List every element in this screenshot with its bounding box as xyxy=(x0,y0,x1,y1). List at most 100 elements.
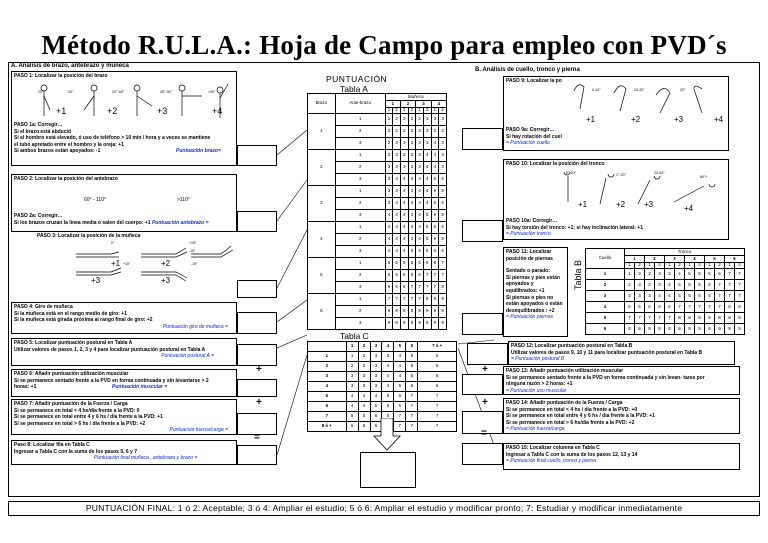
paso15-result: = Puntuación final cuello, tronco y pier… xyxy=(506,458,737,465)
postural-b-field[interactable] xyxy=(467,343,508,365)
tabla-a-cell: 3 xyxy=(408,150,416,162)
tabla-c-cell: 7 xyxy=(418,422,457,432)
tabla-a-cell: 4 xyxy=(416,174,424,186)
table-row: 11233455 xyxy=(308,352,457,362)
tabla-b-cell: 7 xyxy=(734,269,744,280)
tabla-b-cell: 9 xyxy=(714,324,724,335)
tabla-b-cell: 6 xyxy=(704,280,714,291)
paso3-score-3: +3 xyxy=(91,276,100,285)
tabla-b-cell: 7 xyxy=(664,313,674,324)
final-b-field[interactable] xyxy=(462,443,503,465)
paso9-score-2: +2 xyxy=(631,117,640,124)
tabla-a-cell: 5 xyxy=(439,198,447,210)
tabla-b-cell: 7 xyxy=(624,313,634,324)
paso3-angle-1: 0° xyxy=(111,241,114,245)
tabla-c-cell: 5 xyxy=(406,372,418,382)
paso3-score-1: +1 xyxy=(111,259,120,268)
paso9-angle-1: 0-10° xyxy=(592,87,601,94)
paso10-angle-4: 60°+ xyxy=(700,174,708,181)
tabla-c-header-cell: 2 xyxy=(358,342,370,352)
paso6-line2: horas: +1 xyxy=(14,384,36,390)
brazo-score-field[interactable] xyxy=(237,145,277,166)
tabla-b-cell: 5 xyxy=(684,280,694,291)
final-score-box[interactable] xyxy=(360,452,416,488)
tabla-a-cell: 3 xyxy=(423,114,431,126)
paso1-angle-5: >90° xyxy=(208,89,216,96)
tabla-b-cell: 9 xyxy=(694,324,704,335)
tabla-b-cell: 8 xyxy=(664,324,674,335)
tabla-c-cell: 7 xyxy=(406,392,418,402)
table-row: 5777778888888 xyxy=(586,313,745,324)
tabla-c-header-cell: 5 xyxy=(394,342,406,352)
paso13-result: = Puntuación uso muscular xyxy=(506,388,737,395)
tabla-a-brazo-cell: 5 xyxy=(308,258,336,294)
tabla-a-cell: 2 xyxy=(393,114,401,126)
tabla-c-cell: 2 xyxy=(308,362,347,372)
paso10a-line1: Si hay torsión del tronco: +1; si hay in… xyxy=(506,225,643,232)
tabla-b-cell: 5 xyxy=(694,269,704,280)
paso7-result: Puntuación fuerza/carga = xyxy=(169,427,228,433)
tabla-b-cell: 7 xyxy=(684,302,694,313)
tabla-a-cell: 9 xyxy=(423,318,431,330)
tabla-c-cell: 4 xyxy=(370,392,382,402)
paso14-box: PASO 14: Añadir puntuación de la Fuerza … xyxy=(503,398,740,434)
tabla-a-cell: 4 xyxy=(423,198,431,210)
tabla-a-ante-cell: 2 xyxy=(335,270,385,282)
tabla-c-cell: 5 xyxy=(382,392,394,402)
tabla-a-cell: 4 xyxy=(400,222,408,234)
tabla-b-cell: 6 xyxy=(714,269,724,280)
paso11-line1: Sentado o parado: xyxy=(506,268,565,275)
tabla-b-cell: 3 xyxy=(624,291,634,302)
paso1-score-3: +3 xyxy=(157,108,167,115)
tabla-b-cell: 6 xyxy=(586,324,625,335)
tabla-c-cell: 3 xyxy=(370,352,382,362)
tabla-a-cell: 5 xyxy=(439,174,447,186)
tabla-c-cell: 5 xyxy=(346,412,358,422)
cuello-score-field[interactable] xyxy=(462,128,503,150)
paso5-result: Puntuación postural A = xyxy=(161,353,214,359)
tabla-c-cell: 4 xyxy=(382,382,394,392)
tabla-b: CuelloTronco1234561212121212121132334556… xyxy=(585,248,745,335)
tabla-a-cell: 5 xyxy=(439,222,447,234)
muscular-b-field[interactable] xyxy=(462,374,503,395)
tabla-b-cell: 1 xyxy=(624,269,634,280)
tabla-a-cell: 3 xyxy=(416,150,424,162)
tabla-a-cell: 4 xyxy=(408,234,416,246)
tabla-b-cell: 8 xyxy=(724,302,734,313)
tabla-c-cell: 3 xyxy=(346,372,358,382)
postural-a-field[interactable] xyxy=(237,344,277,366)
muscular-a-field[interactable] xyxy=(237,379,277,397)
muneca-score-field[interactable] xyxy=(237,280,277,298)
tabla-b-name: Tabla B xyxy=(573,260,583,290)
paso10-score-4: +4 xyxy=(684,206,693,213)
tabla-a-cell: 3 xyxy=(439,126,447,138)
piernas-score-field[interactable] xyxy=(462,313,503,335)
tabla-b-cell: 8 xyxy=(674,324,684,335)
tabla-a-cell: 4 xyxy=(400,186,408,198)
tabla-a-brazo-cell: 4 xyxy=(308,222,336,258)
tabla-a-header-brazo: Brazo xyxy=(308,94,336,114)
paso1a-title: PASO 1a: Corregir… xyxy=(14,122,234,129)
tronco-score-field[interactable] xyxy=(462,220,503,242)
tabla-b-cell: 4 xyxy=(674,269,684,280)
table-row: 54445677 xyxy=(308,392,457,402)
table-row: 6888888899999 xyxy=(586,324,745,335)
tabla-b-cell: 1 xyxy=(586,269,625,280)
tabla-a-cell: 9 xyxy=(439,294,447,306)
final-a-field[interactable] xyxy=(237,445,277,465)
giro-score-field[interactable] xyxy=(237,312,277,334)
tabla-a-cell: 3 xyxy=(385,162,393,174)
paso3-area: PASO 3: Localizar la posición de la muñe… xyxy=(11,232,237,290)
antebrazo-score-field[interactable] xyxy=(237,211,277,232)
tabla-c-cell: 5 xyxy=(346,422,358,432)
paso1-box: PASO 1: Localizar la posición del brazo … xyxy=(11,71,237,166)
tabla-a-ante-cell: 3 xyxy=(335,246,385,258)
tabla-c-name: Tabla C xyxy=(340,331,369,341)
tabla-a-cell: 5 xyxy=(385,270,393,282)
tabla-b-cell: 5 xyxy=(684,269,694,280)
tabla-a-cell: 7 xyxy=(439,270,447,282)
tabla-a-cell: 3 xyxy=(400,138,408,150)
tabla-c-cell: 3 xyxy=(346,382,358,392)
plus-operator: + xyxy=(256,364,262,375)
